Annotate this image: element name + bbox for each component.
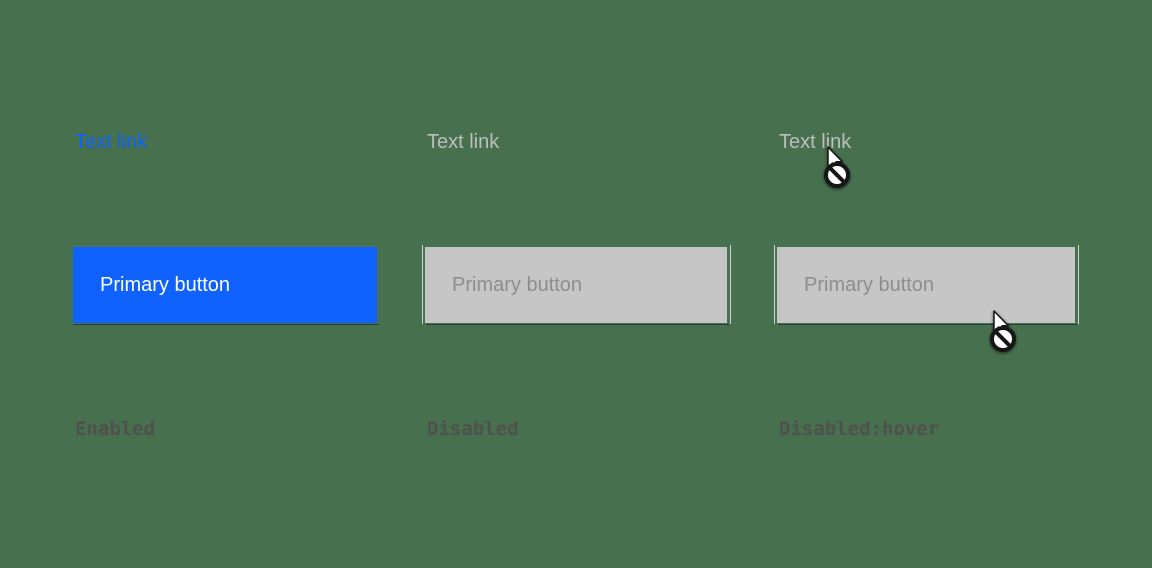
text-link-disabled-hover[interactable]: Text link (779, 131, 852, 153)
state-label-enabled: Enabled (75, 418, 156, 440)
primary-button-disabled[interactable]: Primary button (422, 245, 731, 325)
text-link-disabled[interactable]: Text link (427, 131, 500, 153)
state-label-disabled-hover: Disabled:hover (779, 418, 940, 440)
primary-button[interactable]: Primary button (73, 247, 379, 325)
primary-button-disabled-hover[interactable]: Primary button (774, 245, 1079, 325)
text-link[interactable]: Text link (75, 131, 148, 153)
state-column-disabled-hover: Text link Primary button Disabled:hover (774, 0, 1081, 568)
state-label-disabled: Disabled (427, 418, 519, 440)
state-column-enabled: Text link Primary button Enabled (73, 0, 379, 568)
state-column-disabled: Text link Primary button Disabled (422, 0, 731, 568)
